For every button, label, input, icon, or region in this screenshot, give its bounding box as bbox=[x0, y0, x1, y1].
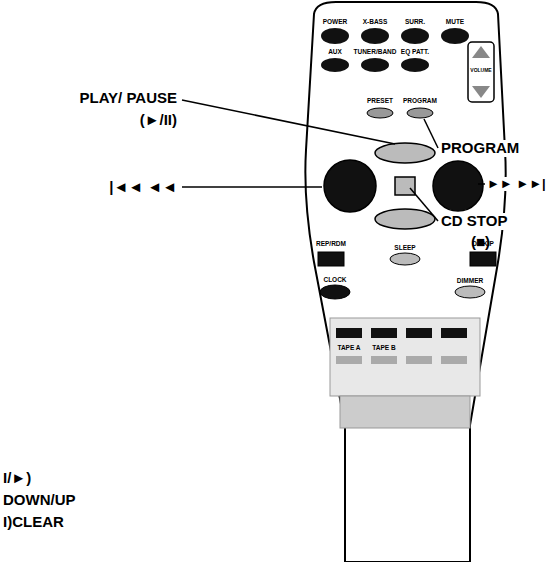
top-buttons bbox=[321, 28, 469, 72]
middle-buttons bbox=[318, 252, 496, 299]
button-label: D.SKIP bbox=[472, 240, 494, 247]
button-label: TUNER/BAND bbox=[354, 48, 397, 55]
button-label: PROGRAM bbox=[403, 97, 437, 104]
button-label: DIMMER bbox=[457, 277, 483, 284]
button-label: EQ PATT. bbox=[401, 48, 429, 55]
callout-label: (►/II) bbox=[139, 112, 178, 129]
leader-lines bbox=[182, 100, 485, 221]
preset-program-buttons bbox=[367, 108, 433, 118]
callout-label: |◄◄ ◄◄ bbox=[108, 179, 178, 196]
callout-label: I)CLEAR bbox=[2, 514, 65, 531]
button-label: AUX bbox=[328, 48, 342, 55]
remote-body bbox=[305, 2, 505, 562]
callout-label: DOWN/UP bbox=[2, 492, 77, 509]
button-label: PRESET bbox=[367, 97, 393, 104]
callout-label: PLAY/ PAUSE bbox=[78, 90, 178, 107]
button-label: X-BASS bbox=[363, 18, 388, 25]
button-label: VOLUME bbox=[470, 68, 491, 74]
button-label: TAPE B bbox=[372, 344, 395, 351]
callout-label: ►► ►►| bbox=[486, 177, 547, 191]
button-label: REP/RDM bbox=[316, 240, 346, 247]
button-label: SURR. bbox=[405, 18, 425, 25]
button-label: POWER bbox=[323, 18, 348, 25]
button-label: TAPE A bbox=[337, 344, 360, 351]
callout-label: CD STOP bbox=[440, 213, 508, 230]
volume-rocker bbox=[468, 42, 494, 102]
tape-panel bbox=[330, 318, 480, 428]
callout-label: PROGRAM bbox=[440, 140, 520, 157]
button-label: CLOCK bbox=[323, 276, 346, 283]
callout-label: I/►) bbox=[2, 470, 32, 487]
button-label: SLEEP bbox=[394, 244, 415, 251]
button-label: MUTE bbox=[446, 18, 464, 25]
